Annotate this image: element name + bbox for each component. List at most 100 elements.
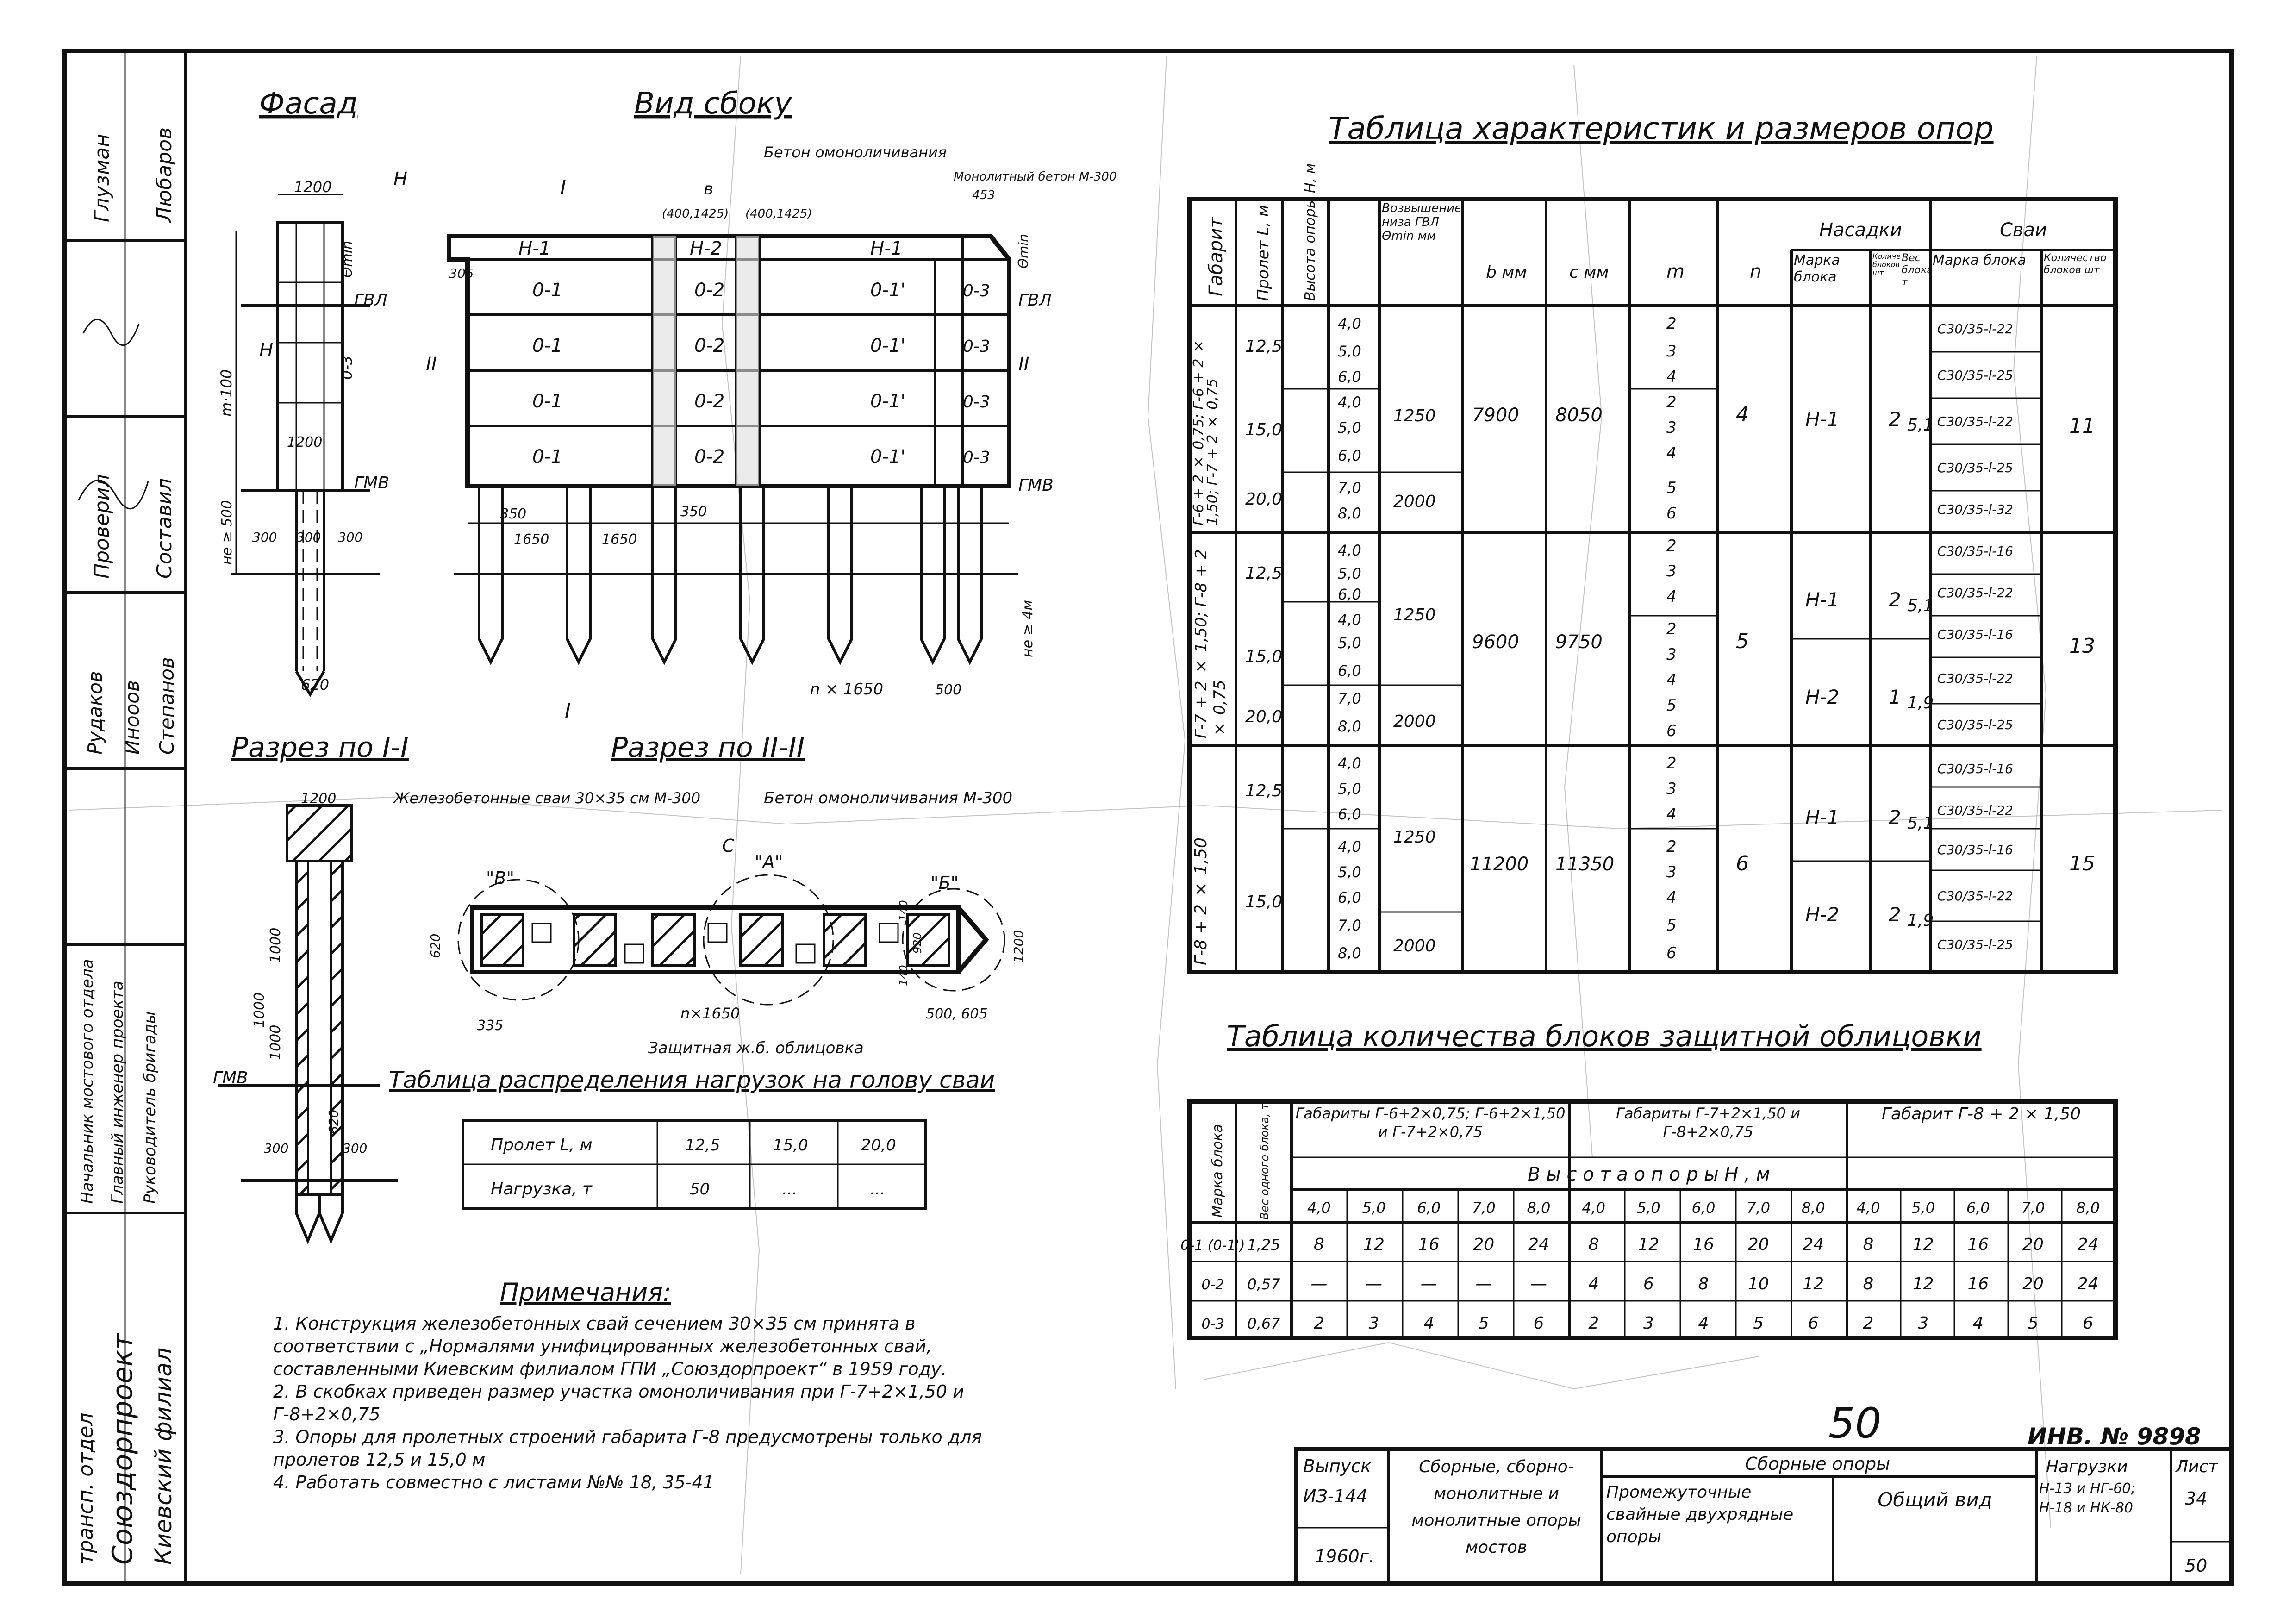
blocks-cell-0-9: 24 <box>1803 1235 1824 1254</box>
blocks-cell-1-13: 20 <box>2022 1274 2044 1293</box>
blocks-cell-1-10: 8 <box>1863 1274 1874 1293</box>
side-cell-r1-d: 0-3 <box>963 281 990 300</box>
handwritten-number: 50 <box>1828 1399 1882 1448</box>
char-g3-b: 11200 <box>1470 854 1529 875</box>
facade-mark-h1: Н <box>393 169 407 190</box>
char-g1-elev-1: 1250 <box>1393 406 1436 425</box>
section2-callout-c: С <box>722 836 735 856</box>
section2-dim-tail: 500, 605 <box>926 1006 988 1022</box>
section-2-view: Разрез по II-II Бетон омоноличивания М-3… <box>428 731 1026 1057</box>
char-g3-h-6: 6,0 <box>1338 889 1361 906</box>
blocks-cell-1-12: 16 <box>1967 1274 1989 1293</box>
note-2: 2. В скобках приведен размер участка омо… <box>273 1381 964 1424</box>
char-g2-m-8: 6 <box>1666 722 1677 740</box>
blocks-height-8: 7,0 <box>1747 1199 1770 1217</box>
char-g2-cap2-count: 1 <box>1889 686 1901 708</box>
blocks-cell-1-8: 10 <box>1748 1274 1769 1293</box>
side-cell-r1-a: 0-1 <box>532 280 562 301</box>
blocks-cell-2-3: 5 <box>1479 1314 1489 1333</box>
char-g2-b: 9600 <box>1472 631 1519 653</box>
load-table: Таблица распределения нагрузок на голову… <box>389 1067 995 1210</box>
note-4: 4. Работать совместно с листами №№ 18, 3… <box>273 1472 714 1493</box>
char-h-c: c мм <box>1569 263 1609 282</box>
char-g1-h-7: 7,0 <box>1338 479 1361 497</box>
side-cell-r4-a: 0-1 <box>532 446 562 468</box>
facade-dim-depth: не ≥ 500 <box>219 500 235 565</box>
char-g2-h-1: 4,0 <box>1338 542 1361 559</box>
blocks-cell-2-0: 2 <box>1314 1314 1324 1333</box>
facade-dim-mid: 1200 <box>287 434 322 450</box>
char-g1-gabarit: Г-6 + 2 × 0,75; Г-6 + 2 × 1,50; Г-7 + 2 … <box>1192 338 1221 525</box>
section2-piles <box>480 913 950 967</box>
char-g1-h-6: 6,0 <box>1338 447 1361 464</box>
blocks-height-7: 6,0 <box>1692 1199 1716 1217</box>
facade-view: Фасад 1200 1200 m·100 не ≥ 500 300 300 3… <box>218 87 437 697</box>
char-g3-cap1-weight: 5,1 <box>1907 814 1934 833</box>
side-cell-h2: Н-2 <box>690 238 722 259</box>
char-g2-cap1-count: 2 <box>1889 588 1901 611</box>
section2-dim-span: n×1650 <box>680 1005 740 1022</box>
blocks-cell-1-14: 24 <box>2078 1274 2099 1293</box>
tb-page: 50 <box>2185 1555 2207 1576</box>
char-g2-m-3: 4 <box>1666 587 1677 606</box>
tb-subject: Промежуточные свайные двухрядные опоры <box>1606 1483 1794 1546</box>
section1-title: Разрез по I-I <box>231 731 409 764</box>
load-row1-v2: 15,0 <box>773 1136 808 1155</box>
scan-creases <box>69 55 2222 1574</box>
char-g1-h-5: 5,0 <box>1338 419 1361 437</box>
blocks-height-13: 7,0 <box>2021 1199 2045 1217</box>
blocks-cell-0-12: 16 <box>1967 1235 1989 1254</box>
blocks-height-6: 5,0 <box>1637 1199 1660 1217</box>
char-g1-h-1: 4,0 <box>1338 315 1361 332</box>
stamp-role-head: Начальник мостового отдела <box>78 959 97 1204</box>
load-row1-v1: 12,5 <box>685 1136 720 1155</box>
char-g3-cap1-mark: Н-1 <box>1805 806 1839 829</box>
load-table-title: Таблица распределения нагрузок на голову… <box>389 1067 995 1093</box>
char-g2-m-2: 3 <box>1666 562 1677 581</box>
section1-dim-a: 1000 <box>251 993 268 1028</box>
blocks-height-4: 8,0 <box>1527 1199 1551 1217</box>
char-h-b: b мм <box>1486 263 1527 282</box>
side-cell-r2-c: 0-1' <box>870 335 905 356</box>
load-row2-v2: ... <box>782 1180 797 1199</box>
char-g1-pile-count: 11 <box>2069 414 2095 438</box>
char-h-elevation: Возвышение низа ГВЛ Θmin мм <box>1382 201 1460 243</box>
char-g1-span-3: 20,0 <box>1245 490 1282 509</box>
char-g3-span-1: 12,5 <box>1245 781 1282 800</box>
side-dim-theta: Θmin <box>1016 234 1031 269</box>
side-label-453: 453 <box>972 188 995 202</box>
char-g3-gabarit: Г-8 + 2 × 1,50 <box>1192 837 1210 965</box>
blocks-row-mark-0: 0-1 (0-1') <box>1180 1237 1245 1254</box>
blocks-cell-0-13: 20 <box>2022 1235 2044 1254</box>
tb-header: Сборные опоры <box>1745 1454 1890 1474</box>
blocks-cell-1-4: — <box>1530 1274 1547 1293</box>
blocks-h-height: В ы с о т а о п о р ы Н , м <box>1528 1164 1770 1185</box>
blocks-cell-1-6: 6 <box>1643 1274 1654 1293</box>
char-table-title: Таблица характеристик и размеров опор <box>1329 111 1994 146</box>
char-g1-h-4: 4,0 <box>1338 394 1361 411</box>
side-cell-r4-d: 0-3 <box>963 448 990 467</box>
facade-mark-h2: Н <box>259 340 273 361</box>
blocks-cell-0-5: 8 <box>1588 1235 1599 1254</box>
char-g3-cap2-mark: Н-2 <box>1805 903 1839 926</box>
blocks-col-grid <box>1346 1190 2063 1338</box>
section1-dim-b: 1000 <box>268 928 284 963</box>
load-row2-v3: ... <box>870 1180 885 1199</box>
blocks-h-weight: Вес одного блока, т <box>1258 1103 1271 1220</box>
char-g3-pile-3: С30/35-l-16 <box>1937 842 2013 857</box>
tb-year: 1960г. <box>1315 1546 1374 1567</box>
side-mark-ii: II <box>1018 354 1029 375</box>
char-h-cap-count: Количество блоков шт <box>1872 252 1900 277</box>
facade-dim-c: 300 <box>338 530 362 545</box>
char-g2-h-5: 5,0 <box>1338 634 1361 652</box>
section1-cap <box>286 804 353 862</box>
side-cell-r3-b: 0-2 <box>694 391 724 412</box>
section2-label-cladding: Защитная ж.б. облицовка <box>648 1039 864 1057</box>
note-3: 3. Опоры для пролетных строений габарита… <box>273 1427 982 1470</box>
inv-number: ИНВ. № 9898 <box>2028 1423 2201 1450</box>
blocks-height-9: 8,0 <box>1802 1199 1825 1217</box>
side-cell-r1-c: 0-1' <box>870 280 905 301</box>
char-g2-span-1: 12,5 <box>1245 564 1282 583</box>
side-cell-r1-b: 0-2 <box>694 280 724 301</box>
